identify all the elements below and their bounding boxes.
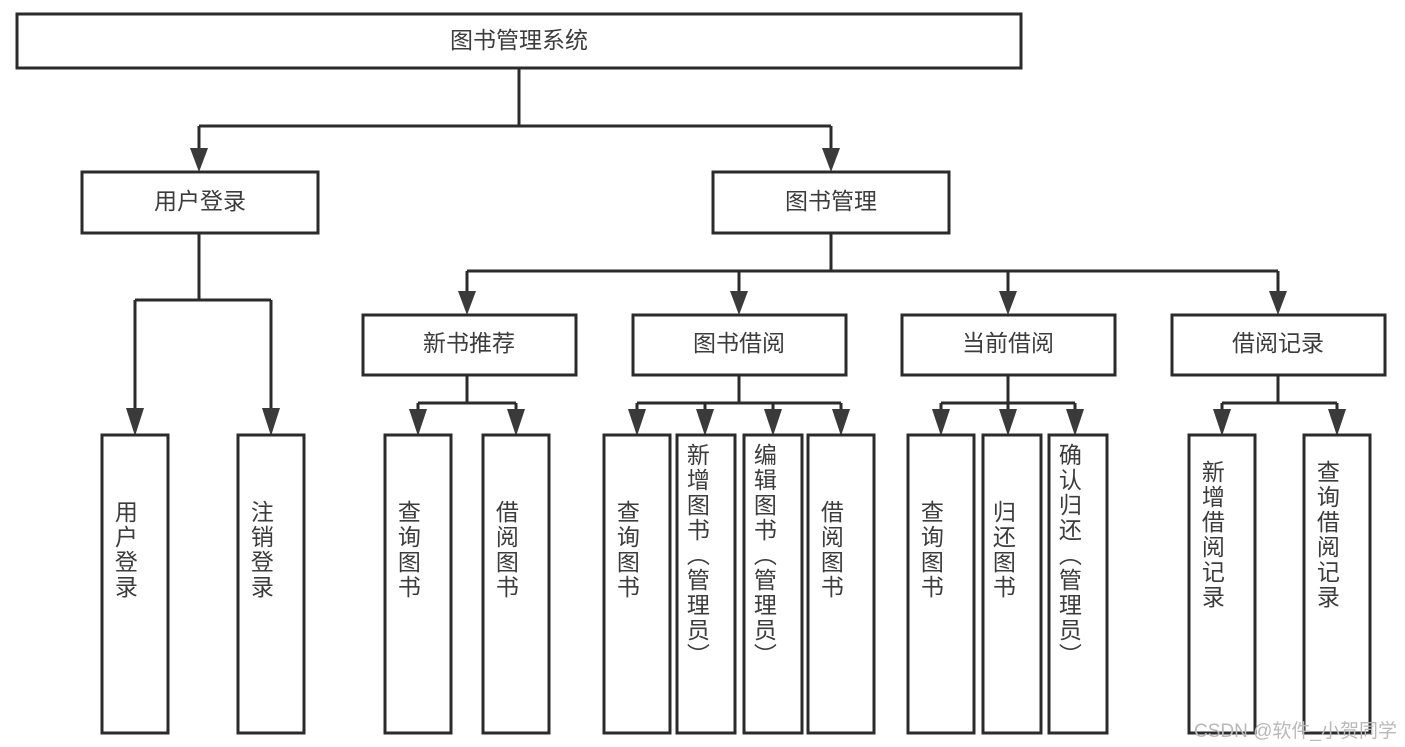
watermark-text: CSDN @软件_小贺同学 xyxy=(1194,721,1397,742)
arrowhead-book-mgmt xyxy=(822,148,840,172)
leaf-box-logout[interactable] xyxy=(236,433,306,735)
connector-group-bookmgmt-to-level3 xyxy=(458,233,1287,315)
leaf-box-query-book-1[interactable] xyxy=(383,433,453,735)
connector-group-root-to-level2 xyxy=(190,68,840,172)
node-user-login-label: 用户登录 xyxy=(154,188,246,214)
node-new-book-recommend-box[interactable] xyxy=(361,313,578,377)
leaf-box-add-borrow-record[interactable] xyxy=(1187,433,1257,735)
connector-group-userlogin-to-leaves xyxy=(126,233,280,436)
arrowhead-newbook-leaf1 xyxy=(409,409,427,436)
node-book-management-label: 图书管理 xyxy=(785,188,877,214)
node-new-book-recommend-label: 新书推荐 xyxy=(423,330,515,356)
node-book-management-box[interactable] xyxy=(711,170,951,235)
node-current-borrow[interactable]: 当前借阅 xyxy=(900,313,1117,377)
arrowhead-borrowrecord-leaf2 xyxy=(1328,409,1346,436)
node-new-book-recommend[interactable]: 新书推荐 xyxy=(361,313,578,377)
leaf-box-edit-book-admin[interactable] xyxy=(742,433,804,735)
leaf-box-return-book[interactable] xyxy=(981,433,1043,735)
arrowhead-bookborrow-leaf1 xyxy=(628,409,646,436)
leaf-box-borrow-book-2[interactable] xyxy=(806,433,876,735)
node-user-login-box[interactable] xyxy=(80,170,320,235)
node-borrow-record-box[interactable] xyxy=(1170,313,1387,377)
node-root[interactable]: 图书管理系统 xyxy=(15,12,1023,70)
leaf-boxes-borrow-record xyxy=(1187,433,1372,735)
node-root-box[interactable] xyxy=(15,12,1023,70)
arrowhead-bookborrow-leaf4 xyxy=(832,409,850,436)
leaf-box-borrow-book-1[interactable] xyxy=(481,433,551,735)
leaf-box-user-login[interactable] xyxy=(100,433,170,735)
node-borrow-record[interactable]: 借阅记录 xyxy=(1170,313,1387,377)
leaf-boxes-current-borrow xyxy=(906,433,1109,735)
node-user-login[interactable]: 用户登录 xyxy=(80,170,320,235)
arrowhead-newbook-leaf2 xyxy=(507,409,525,436)
leaf-boxes-user-login xyxy=(100,433,306,735)
leaf-boxes-new-book-recommend xyxy=(383,433,551,735)
arrowhead-book-borrow xyxy=(730,291,748,315)
node-root-label: 图书管理系统 xyxy=(450,27,588,53)
node-book-borrow[interactable]: 图书借阅 xyxy=(631,313,848,377)
leaf-boxes-book-borrow xyxy=(602,433,876,735)
arrowhead-leaf-user-login xyxy=(126,408,144,436)
arrowhead-current-borrow xyxy=(999,291,1017,315)
connector-group-bookborrow-to-leaves xyxy=(628,375,850,436)
arrowhead-leaf-logout xyxy=(262,408,280,436)
leaf-box-confirm-return-admin[interactable] xyxy=(1047,433,1109,735)
node-borrow-record-label: 借阅记录 xyxy=(1232,330,1324,356)
connector-group-currentborrow-to-leaves xyxy=(932,375,1084,436)
leaf-box-query-book-2[interactable] xyxy=(602,433,672,735)
arrowhead-borrow-record xyxy=(1269,291,1287,315)
arrowhead-currentborrow-leaf1 xyxy=(932,409,950,436)
leaf-box-add-book-admin[interactable] xyxy=(675,433,737,735)
arrowhead-bookborrow-leaf3 xyxy=(764,409,782,436)
arrowhead-currentborrow-leaf2 xyxy=(999,409,1017,436)
connector-group-newbook-to-leaves xyxy=(409,375,525,436)
arrowhead-new-book xyxy=(458,291,476,315)
node-book-borrow-label: 图书借阅 xyxy=(693,330,785,356)
leaf-box-query-book-3[interactable] xyxy=(906,433,976,735)
arrowhead-user-login xyxy=(190,148,208,172)
node-book-borrow-box[interactable] xyxy=(631,313,848,377)
node-book-management[interactable]: 图书管理 xyxy=(711,170,951,235)
arrowhead-bookborrow-leaf2 xyxy=(696,409,714,436)
arrowhead-currentborrow-leaf3 xyxy=(1066,409,1084,436)
node-current-borrow-box[interactable] xyxy=(900,313,1117,377)
connector-group-borrowrecord-to-leaves xyxy=(1213,375,1346,436)
leaf-box-query-borrow-record[interactable] xyxy=(1302,433,1372,735)
arrowhead-borrowrecord-leaf1 xyxy=(1213,409,1231,436)
node-current-borrow-label: 当前借阅 xyxy=(962,330,1054,356)
